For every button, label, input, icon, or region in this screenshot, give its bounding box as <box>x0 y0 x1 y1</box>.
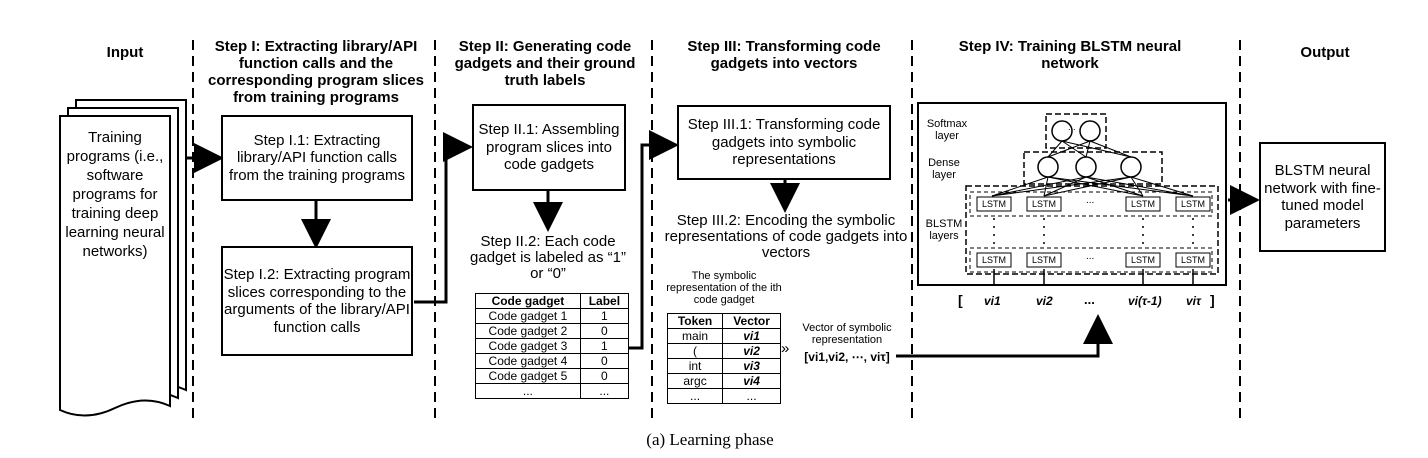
input-document-text: Training programs (i.e., software progra… <box>65 129 165 260</box>
lstm-cell: LSTM <box>1181 255 1206 265</box>
header-step3: Step III: Transforming code gadgets into… <box>687 38 881 72</box>
step2-2-text: Step II.2: Each code gadget is labeled a… <box>470 233 626 282</box>
lstm-ellipsis: ... <box>1086 251 1095 262</box>
vector-expression: [vi1,vi2, ⋯, viτ] <box>804 350 890 364</box>
double-chevron-icon: » <box>781 340 790 357</box>
blstm-layers-label: BLSTM layers <box>925 218 963 242</box>
table-row: ...... <box>475 383 630 399</box>
lstm-cell: LSTM <box>1032 199 1057 209</box>
step3-2-text: Step III.2: Encoding the symbolic repres… <box>664 212 908 261</box>
input-bracket-close: ] <box>1210 292 1215 308</box>
input-vi-tau-minus-1: vi(τ-1) <box>1128 294 1162 308</box>
step1-1-box: Step I.1: Extracting library/API functio… <box>221 115 413 201</box>
step1-2-box: Step I.2: Extracting program slices corr… <box>221 246 413 356</box>
header-input: Input <box>106 44 144 61</box>
table-header: Code gadget <box>475 293 581 309</box>
arrow-step1-to-step2 <box>414 132 473 304</box>
input-bracket-open: [ <box>958 292 963 308</box>
table-header: Vector <box>722 313 781 329</box>
header-step1: Step I: Extracting library/API function … <box>208 38 424 106</box>
vector-label: Vector of symbolic representation <box>802 322 892 346</box>
arrow-step3-to-step4 <box>896 314 1113 358</box>
blstm-network-drawing <box>917 102 1227 286</box>
input-vi-tau: viτ <box>1186 294 1201 308</box>
table-header: Label <box>579 293 630 309</box>
lstm-cell: LSTM <box>1131 199 1156 209</box>
lstm-cell: LSTM <box>982 255 1007 265</box>
softmax-ellipsis: ... <box>1068 122 1076 132</box>
lstm-cell: LSTM <box>1131 255 1156 265</box>
input-vi1: vi1 <box>984 294 1001 308</box>
lstm-cell: LSTM <box>1032 255 1057 265</box>
header-step4: Step IV: Training BLSTM neural network <box>958 38 1182 72</box>
figure-caption: (a) Learning phase <box>646 430 774 449</box>
dense-layer-label: Dense layer <box>928 157 960 181</box>
symbolic-representation-caption: The symbolic representation of the ith c… <box>666 270 782 306</box>
input-ellipsis: ... <box>1084 292 1095 307</box>
table-header: Token <box>666 313 724 329</box>
softmax-layer-label: Softmax layer <box>926 118 968 142</box>
lstm-cell: LSTM <box>982 199 1007 209</box>
table-row: (vi2 <box>666 343 781 359</box>
step3-1-box: Step III.1: Transforming code gadgets in… <box>677 105 891 180</box>
arrow-step2-to-step3 <box>628 130 679 350</box>
input-vi2: vi2 <box>1036 294 1053 308</box>
header-output: Output <box>1300 44 1350 61</box>
header-step2: Step II: Generating code gadgets and the… <box>454 38 636 89</box>
step2-1-box: Step II.1: Assembling program slices int… <box>472 104 626 191</box>
document-stack-icon <box>59 99 187 417</box>
output-box: BLSTM neural network with fine-tuned mod… <box>1259 142 1386 252</box>
table-row: ...... <box>666 388 781 404</box>
lstm-ellipsis: ... <box>1086 195 1095 206</box>
lstm-cell: LSTM <box>1181 199 1206 209</box>
